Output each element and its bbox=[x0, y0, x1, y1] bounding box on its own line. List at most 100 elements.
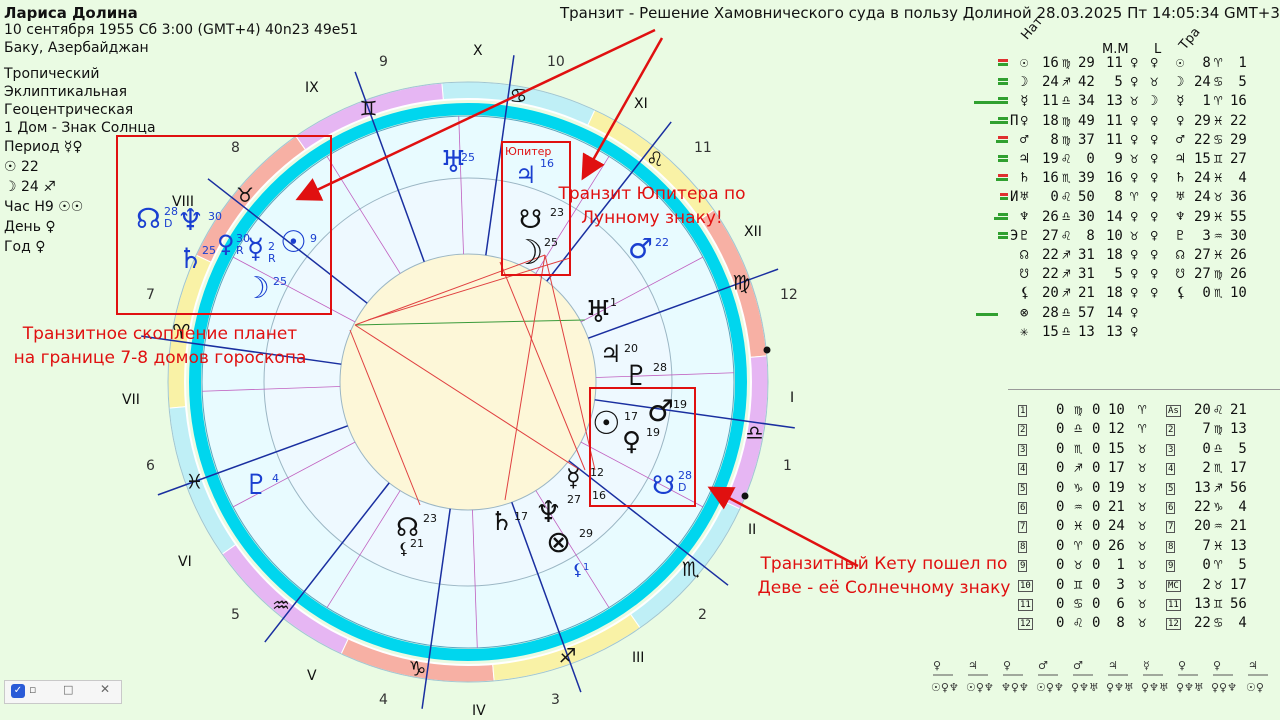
planet-cell bbox=[1230, 305, 1247, 321]
planet-cell: 0 bbox=[1194, 285, 1211, 302]
natal-jupiter-icon[interactable]: ♃ bbox=[600, 340, 622, 368]
maximize-icon[interactable]: □ bbox=[63, 683, 74, 696]
svg-text:4: 4 bbox=[272, 472, 279, 485]
house-number-8: 8 bbox=[231, 140, 240, 156]
natal-mars-icon[interactable]: ♂ bbox=[647, 394, 674, 429]
natal-ketu-icon[interactable]: ☋ bbox=[519, 205, 542, 235]
planet-row[interactable]: ♃19♌ 0 9♉♀♃15♊27 bbox=[1018, 151, 1268, 170]
horoscope-wheel[interactable]: ♍♌♋♊♉♈♓♒♑♐♏♎ I II III IV V VI VII VIII I… bbox=[0, 0, 1010, 720]
transit-neptune-icon[interactable]: ♆ bbox=[177, 203, 204, 238]
natal-pluto-icon[interactable]: ♇ bbox=[624, 359, 649, 392]
planet-cell: 9 bbox=[1106, 151, 1123, 167]
planet-cell: ♀ bbox=[1130, 285, 1139, 302]
minimized-window-thumbnail[interactable]: ✓ ▫ □ ✕ bbox=[4, 680, 122, 704]
planet-cell: 29 bbox=[1194, 112, 1211, 129]
natal-fortune-icon[interactable]: ⊗ bbox=[546, 525, 571, 560]
planet-row[interactable]: И♅ 0♌50 8♈♀♅24♉36 bbox=[1010, 189, 1268, 208]
transit-lilith-icon[interactable]: ⚸ bbox=[572, 560, 584, 579]
natal-sun-icon[interactable]: ☉ bbox=[592, 404, 621, 442]
natal-moon-icon[interactable]: ☽ bbox=[513, 233, 543, 273]
natal-neptune-icon[interactable]: ♆ bbox=[535, 495, 562, 530]
natal-saturn-icon[interactable]: ♄ bbox=[490, 507, 513, 537]
cusp-cell: 0 bbox=[1092, 460, 1101, 477]
svg-text:29: 29 bbox=[579, 527, 593, 540]
natal-venus-icon[interactable]: ♀ bbox=[622, 427, 641, 457]
planet-cell bbox=[1194, 324, 1211, 340]
planet-cell: 8 bbox=[1194, 55, 1211, 71]
restore-icon[interactable]: ▫ bbox=[29, 683, 37, 696]
planet-cell: 8 bbox=[1078, 227, 1095, 244]
cusp-cell: 22 bbox=[1194, 615, 1211, 632]
planet-cell: ♃ bbox=[1176, 151, 1185, 167]
transit-sun-icon[interactable]: ☉ bbox=[280, 225, 307, 260]
natal-node-icon[interactable]: ☊ bbox=[396, 513, 419, 543]
cusp-cell: ♈ bbox=[1138, 402, 1147, 418]
transit-ketu-icon[interactable]: ☋ bbox=[652, 471, 675, 501]
natal-mercury-icon[interactable]: ☿ bbox=[566, 464, 581, 492]
planet-cell: 13 bbox=[1078, 323, 1095, 340]
planet-cell: 30 bbox=[1230, 227, 1247, 244]
planet-cell: ♀ bbox=[1150, 131, 1159, 148]
planet-cell: ♋ bbox=[1214, 131, 1223, 148]
inner-chart-area bbox=[339, 253, 597, 511]
svg-text:D: D bbox=[678, 481, 686, 494]
cusp-cell: 9 bbox=[1166, 560, 1176, 573]
transit-venus-icon[interactable]: ♀ bbox=[217, 230, 235, 258]
cusp-cell: ♉ bbox=[1074, 557, 1083, 574]
planet-cell: 22 bbox=[1042, 247, 1059, 263]
planet-cell: ♀ bbox=[1150, 208, 1159, 225]
cusp-cell: 0 bbox=[1056, 460, 1065, 477]
planet-cell: 27 bbox=[1042, 227, 1059, 244]
transit-pluto-icon[interactable]: ♇ bbox=[244, 468, 269, 501]
planet-row[interactable]: ☽24♐42 5♀♉☽24♋ 5 bbox=[1018, 74, 1268, 93]
cusp-cell: ♌ bbox=[1214, 402, 1223, 418]
strength-bar bbox=[998, 155, 1008, 158]
transit-mars-icon[interactable]: ♂ bbox=[628, 232, 653, 265]
cusp-cell: 3 bbox=[1166, 443, 1176, 456]
transit-mercury-icon[interactable]: ☿ bbox=[247, 232, 264, 265]
transit-saturn-icon[interactable]: ♄ bbox=[178, 242, 203, 275]
cusp-line bbox=[511, 502, 582, 693]
planet-cell: 30 bbox=[1078, 208, 1095, 225]
planet-cell: ✳ bbox=[1020, 323, 1029, 340]
transit-node-icon[interactable]: ☊ bbox=[136, 202, 161, 235]
zodiac-sign-icon: ♏ bbox=[682, 557, 700, 581]
cusp-cell: ♊ bbox=[1214, 596, 1223, 612]
natal-uranus-icon[interactable]: ♅ bbox=[585, 295, 612, 330]
planet-row[interactable]: ☋22♐31 5♀♀☋27♍26 bbox=[1018, 266, 1268, 285]
planet-cell: ♀ bbox=[1130, 74, 1139, 91]
cusp-cell: 0 bbox=[1092, 537, 1101, 554]
zodiac-sign-icon: ♍ bbox=[732, 270, 750, 294]
natal-lilith-icon[interactable]: ⚸ bbox=[398, 539, 410, 558]
cusp-cell: 11 bbox=[1166, 599, 1181, 611]
transit-moon-icon[interactable]: ☽ bbox=[243, 271, 270, 306]
planet-cell: ♈ bbox=[1214, 55, 1223, 71]
svg-text:19: 19 bbox=[646, 426, 660, 439]
close-icon[interactable]: ✕ bbox=[100, 682, 111, 696]
svg-text:♃: ♃ bbox=[968, 659, 978, 672]
planet-cell: ♊ bbox=[1214, 151, 1223, 167]
